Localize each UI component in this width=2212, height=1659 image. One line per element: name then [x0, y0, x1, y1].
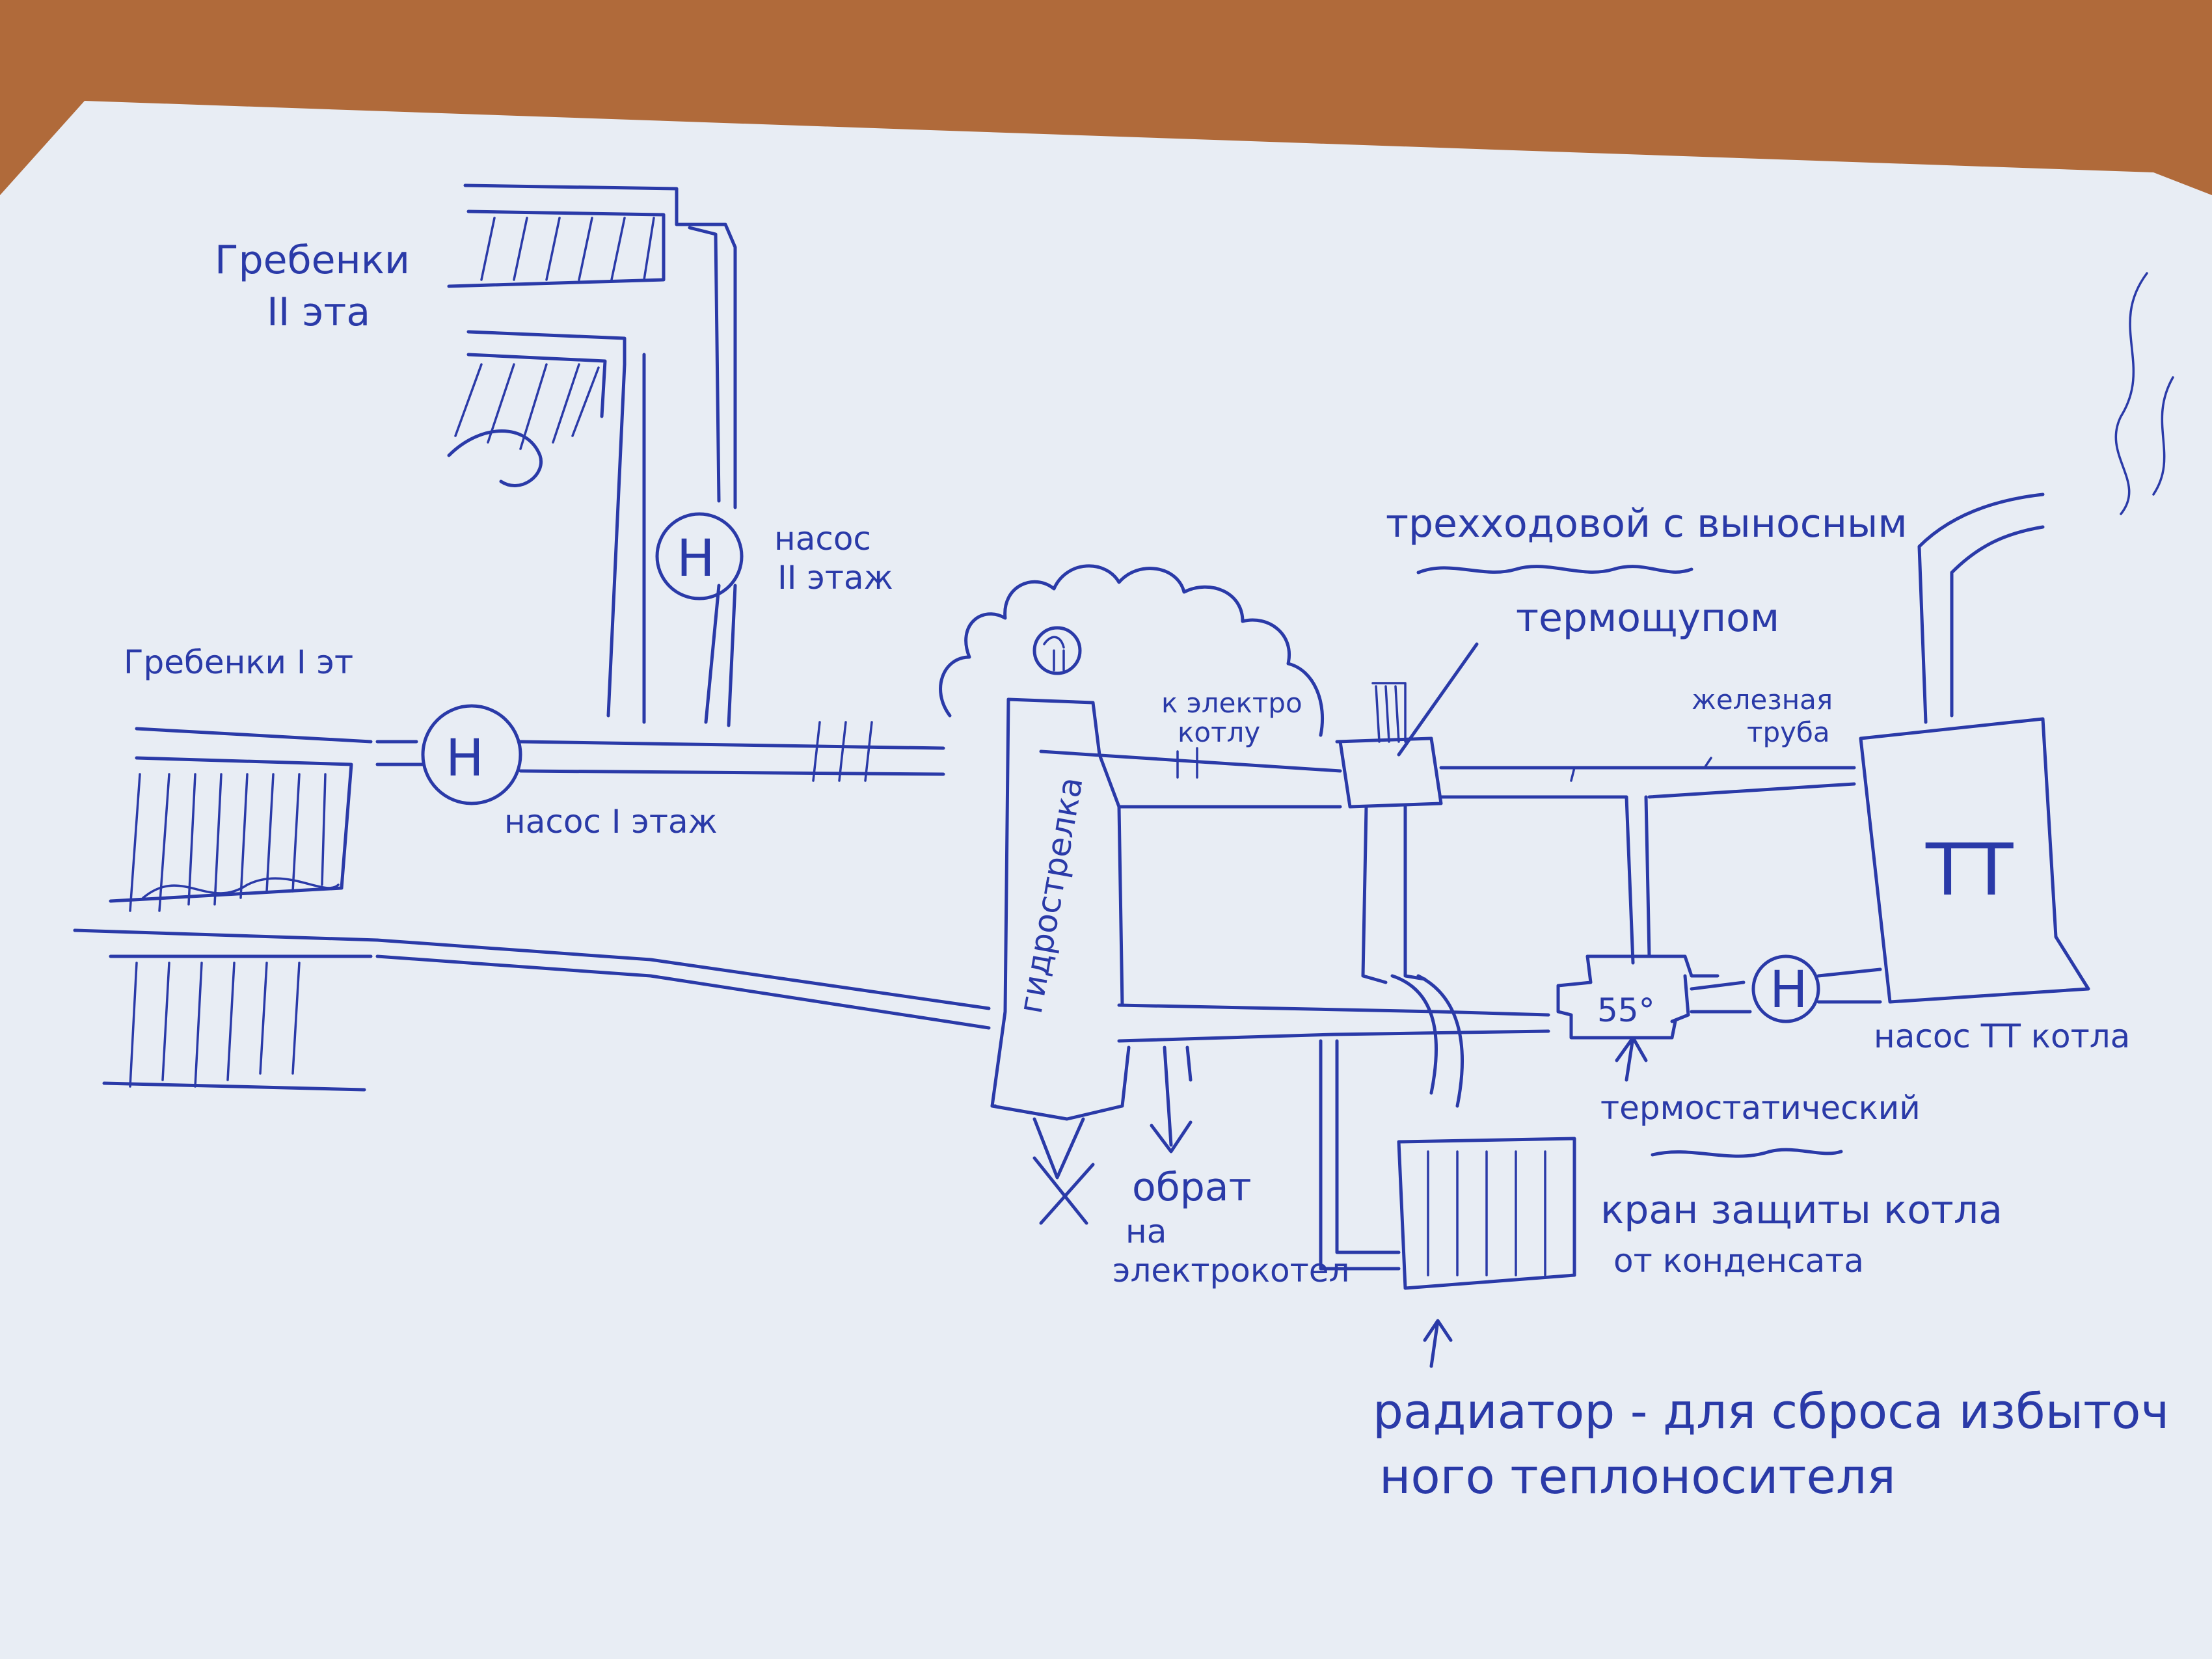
- floor2-radiator-top: [447, 183, 679, 288]
- label-dump-2: ного теплоносителя: [1379, 1449, 1896, 1505]
- label-floor1-manifold: Гребенки I эт: [124, 643, 353, 681]
- struck-word: [1416, 565, 1693, 574]
- label-to-electro-2: котлу: [1178, 716, 1260, 748]
- chimney: [1917, 272, 2174, 724]
- pump-tt: [1751, 954, 1882, 1023]
- label-floor2-pump-1: насос: [774, 520, 871, 558]
- struck-word-2: [1651, 1148, 1843, 1158]
- thermostatic-temperature: 55°: [1597, 991, 1655, 1029]
- main-return-line: [375, 938, 1550, 1043]
- label-protect-1: кран защиты котла: [1600, 1187, 2003, 1233]
- floor1-radiator-bottom: [73, 928, 379, 1092]
- thermostatic-valve: [1556, 954, 1752, 1082]
- pump-floor2: [655, 512, 744, 600]
- hydro-separator: [990, 697, 1131, 1180]
- three-way-valve: [1335, 642, 1479, 809]
- return-arrow: [1150, 1045, 1193, 1153]
- pump-floor1: [421, 704, 522, 805]
- floor1-radiator-top: [109, 727, 373, 912]
- label-floor1-pump: насос I этаж: [504, 803, 718, 841]
- label-dump-1: радиатор - для сброса избыточ: [1373, 1384, 2169, 1440]
- label-three-way-1: трехходовой с выносным: [1386, 501, 1908, 546]
- label-floor2-pump-2: II этаж: [777, 559, 893, 597]
- pump-tt-letter: Н: [1770, 961, 1808, 1019]
- label-return-3: электрокотел: [1113, 1252, 1349, 1289]
- label-three-way-2: термощупом: [1516, 595, 1779, 641]
- label-iron-pipe-1: железная: [1692, 684, 1833, 716]
- floor2-risers: [606, 223, 737, 727]
- pump-floor2-letter: Н: [677, 530, 715, 588]
- label-thermostatic: термостатический: [1600, 1089, 1921, 1127]
- drain-valve: [1032, 1156, 1095, 1225]
- dump-radiator: [1319, 1039, 1576, 1368]
- cloud-sketch: [939, 564, 1325, 737]
- tt-boiler-label: ТТ: [1925, 828, 2014, 911]
- label-protect-2: от конденсата: [1613, 1242, 1864, 1280]
- floor2-radiator-bottom: [447, 330, 627, 487]
- iron-pipe-tick: [1703, 757, 1712, 769]
- paper-sheet: [0, 101, 2212, 1659]
- boiler-supply-line: [1439, 766, 1856, 965]
- bypass-loop: [1361, 805, 1464, 1108]
- main-supply-line: [375, 721, 1342, 809]
- label-iron-pipe-2: труба: [1747, 716, 1830, 748]
- label-floor2-manifold-2: II эта: [267, 290, 370, 335]
- label-return-1: обрат: [1132, 1165, 1252, 1210]
- label-tt-pump: насос ТТ котла: [1874, 1018, 2130, 1055]
- label-floor2-manifold-1: Гребенки: [215, 237, 410, 283]
- label-return-2: на: [1126, 1213, 1167, 1250]
- tt-boiler: [1859, 717, 2090, 1004]
- pump-floor1-letter: Н: [446, 729, 484, 788]
- label-to-electro-1: к электро: [1161, 687, 1302, 719]
